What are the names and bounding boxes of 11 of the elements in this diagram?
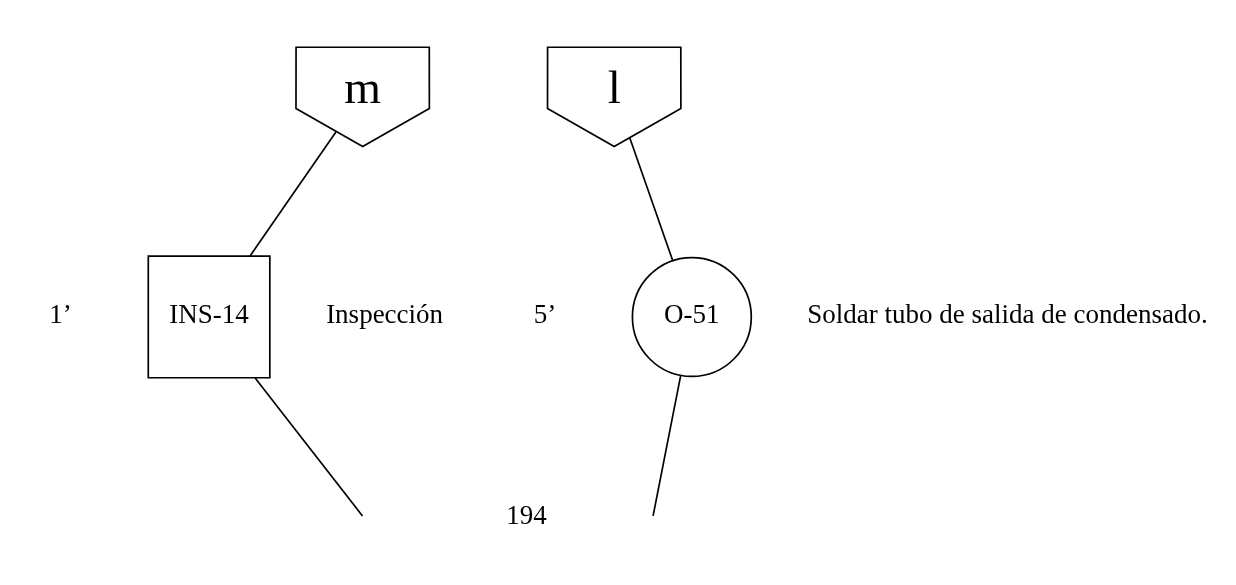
node-circle: O-51: [631, 256, 753, 378]
node-label: Soldar tubo de salida de condensado.: [807, 299, 1208, 330]
connector: [254, 377, 364, 517]
connector: [249, 131, 337, 258]
connector: [628, 136, 674, 261]
node-label: Inspección: [326, 299, 444, 330]
connector: [652, 374, 682, 517]
node-label: 1’: [49, 299, 72, 330]
node-label: 5’: [533, 299, 557, 330]
node-box: INS-14: [147, 255, 271, 379]
label: 194: [506, 500, 547, 531]
